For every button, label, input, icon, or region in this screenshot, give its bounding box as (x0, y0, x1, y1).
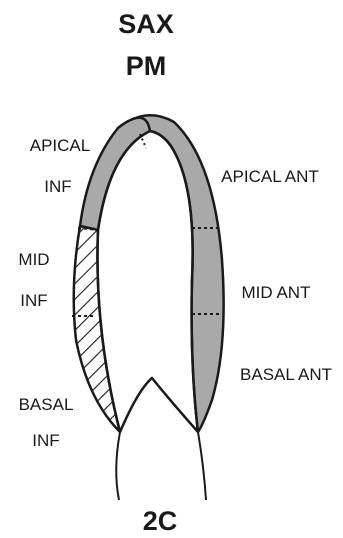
label-basal-inf-line-2: INF (32, 431, 59, 450)
title-line-2: PM (126, 51, 167, 81)
left-atrial-wall-left (116, 432, 120, 500)
mitral-valve-leaflets (120, 378, 198, 432)
label-apical-inf-line-2: INF (44, 177, 71, 196)
title-line-1: SAX (118, 9, 174, 39)
label-apical-ant: APICAL ANT (221, 167, 319, 186)
view-label: 2C (143, 506, 178, 536)
label-mid-inf-line-2: INF (20, 291, 47, 310)
label-mid-inf-line-1: MID (18, 250, 49, 269)
anterior-wall-segment (118, 115, 224, 432)
lv-cavity-outline (97, 131, 198, 432)
label-apical-inf-line-1: APICAL (30, 136, 90, 155)
label-basal-ant: BASAL ANT (240, 365, 332, 384)
left-atrial-wall-right (198, 432, 206, 500)
label-mid-ant: MID ANT (242, 283, 311, 302)
label-basal-inf-line-1: BASAL (19, 395, 74, 414)
